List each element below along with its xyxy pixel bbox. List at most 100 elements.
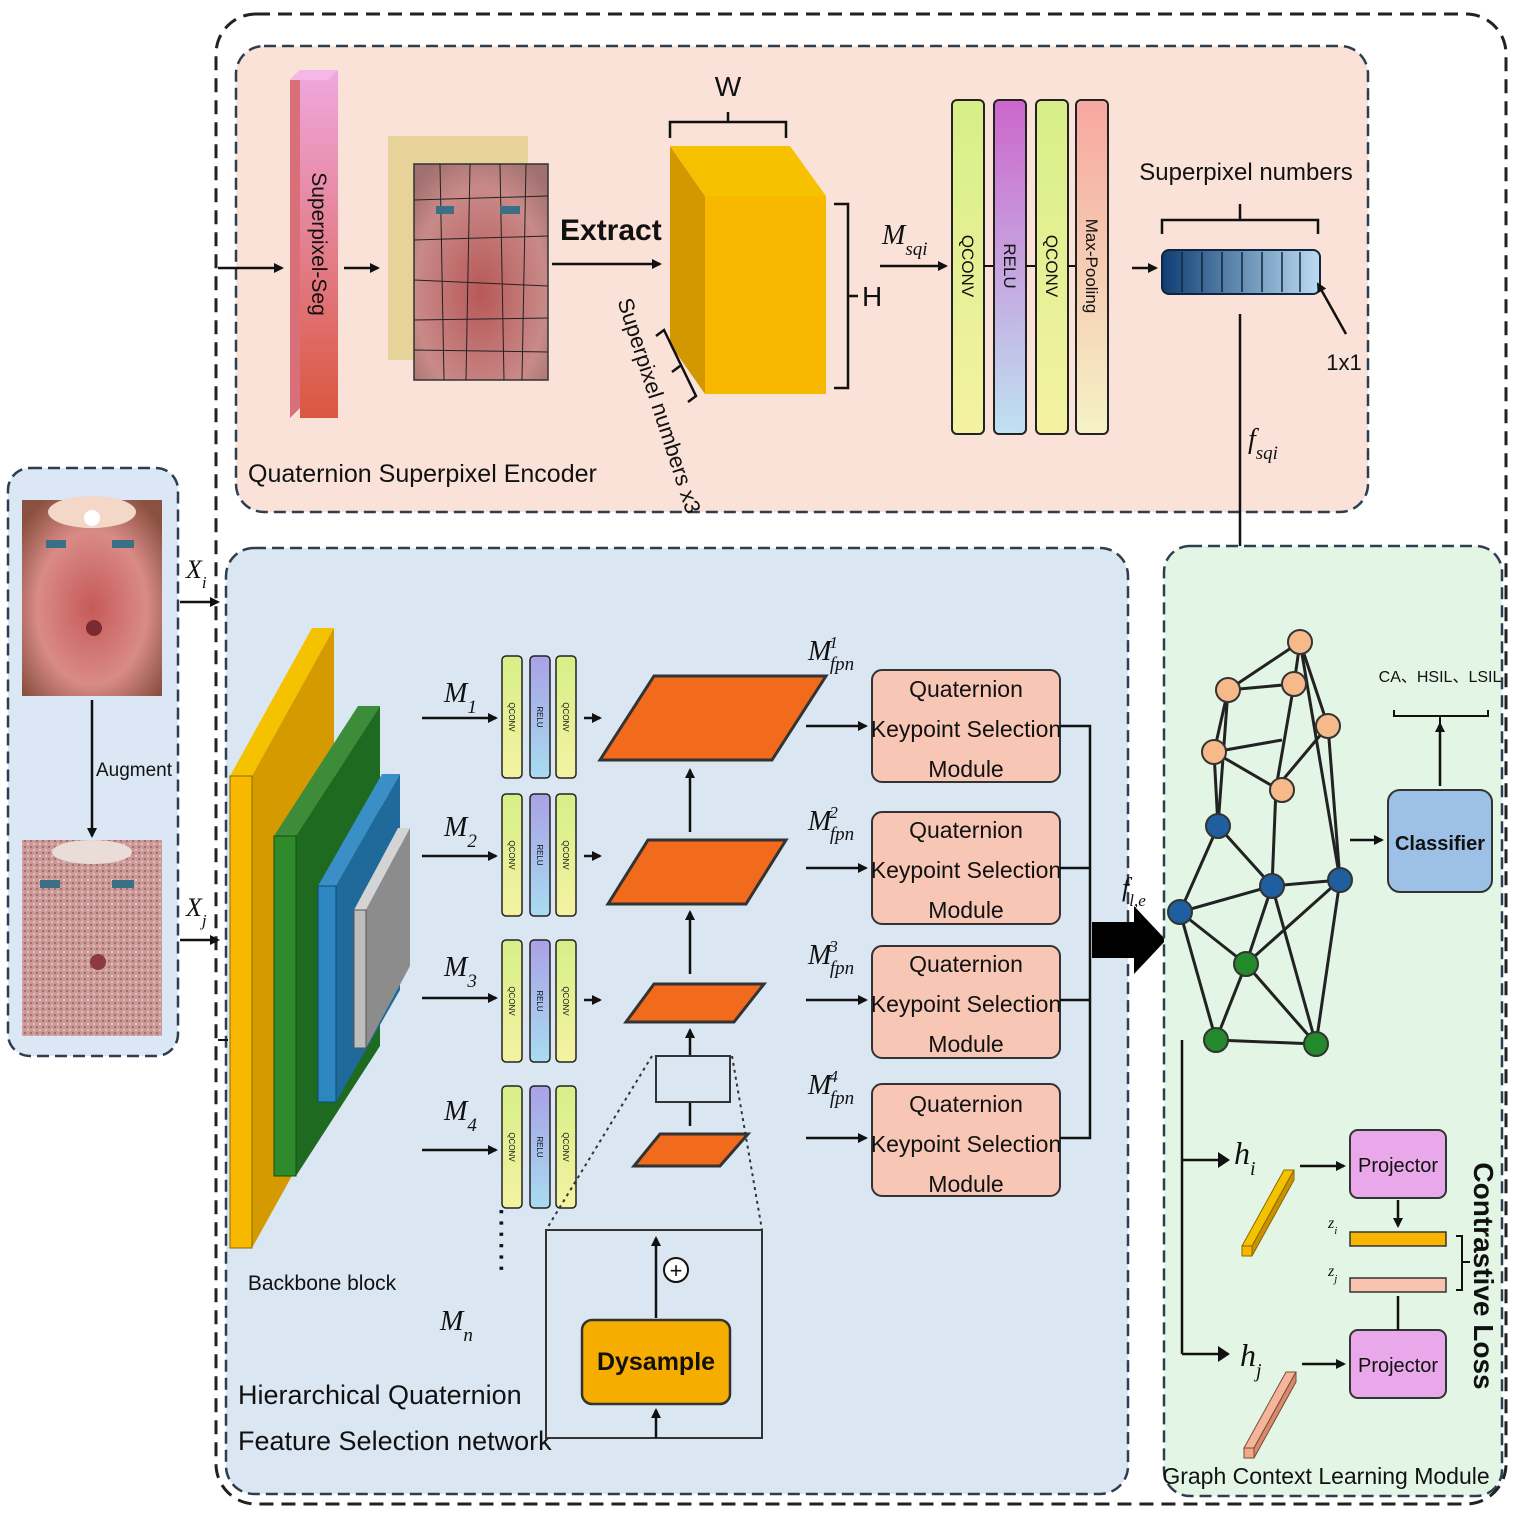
- augment-label: Augment: [96, 760, 173, 781]
- ksm-box-2: Quaternion Keypoint Selection Module: [871, 811, 1061, 925]
- mini-stack-3: QCONV RELU QCONV: [501, 939, 577, 1063]
- cube-width-label: W: [715, 71, 742, 102]
- zoom-line-left: [545, 1055, 653, 1231]
- mini-stack-3-qconv-a: QCONV: [507, 986, 516, 1016]
- plus-symbol: +: [670, 1258, 683, 1283]
- graph-node: [1259, 873, 1285, 899]
- fpn-plane-2: [605, 838, 789, 906]
- mini-stack-1: QCONV RELU QCONV: [501, 655, 577, 779]
- mini-stack-1-relu: RELU: [535, 706, 544, 728]
- dysample-block: [580, 1318, 732, 1406]
- hqfs-title-line1: Hierarchical Quaternion: [238, 1380, 522, 1410]
- feature-cube: [670, 146, 826, 394]
- outer-frame: [214, 12, 1508, 1506]
- encoder-layer-1-label: QCONV: [958, 235, 977, 298]
- mini-stack-2-relu: RELU: [535, 844, 544, 866]
- superpixel-encoder-panel: Quaternion Superpixel Encoder Superpixel…: [218, 44, 1370, 517]
- graph-node: [1287, 629, 1313, 655]
- dysample-label: Dysample: [597, 1348, 715, 1376]
- gclm-panel: Graph Context Learning Module: [1162, 544, 1504, 1498]
- f-sqi-label: fsqi: [1248, 424, 1278, 464]
- z-j-bar: [1349, 1277, 1447, 1293]
- encoder-layer-stack: QCONV RELU QCONV Max-Pooling: [951, 99, 1109, 435]
- contrastive-bracket: [1456, 1235, 1470, 1291]
- mini-stack-3-relu: RELU: [535, 990, 544, 1012]
- m1-label: M1: [443, 678, 477, 718]
- projector-i-label: Projector: [1358, 1155, 1438, 1177]
- svg-text:Module: Module: [928, 756, 1003, 782]
- gclm-title: Graph Context Learning Module: [1162, 1463, 1489, 1489]
- classifier-label: Classifier: [1395, 833, 1485, 855]
- h-j-label: hj: [1240, 1337, 1262, 1382]
- classes-label: CA、HSIL、LSIL: [1379, 669, 1502, 686]
- mini-stack-1-qconv-a: QCONV: [507, 702, 516, 732]
- upsample-box: [655, 1055, 731, 1103]
- superpixel-vector: [1161, 249, 1321, 295]
- z-j-label: zj: [1327, 1263, 1337, 1285]
- cube-width-bracket: [668, 112, 788, 138]
- ksm-box-3: Quaternion Keypoint Selection Module: [871, 945, 1061, 1059]
- extract-label: Extract: [560, 214, 662, 247]
- h-i-label: hi: [1234, 1135, 1256, 1180]
- z-i-bar: [1349, 1231, 1447, 1247]
- graph-node: [1215, 677, 1241, 703]
- backbone-block: [229, 628, 410, 1249]
- ksm-box-4: Quaternion Keypoint Selection Module: [871, 1083, 1061, 1197]
- x-j-label: Xj: [185, 893, 207, 930]
- hqfs-title-line2: Feature Selection network: [238, 1426, 552, 1456]
- contrastive-loss-label: Contrastive Loss: [1468, 1162, 1499, 1389]
- graph-node: [1281, 671, 1307, 697]
- fpn-plane-4: [630, 1132, 752, 1168]
- svg-text:Keypoint Selection: Keypoint Selection: [871, 716, 1062, 742]
- h-j-vector: [1243, 1371, 1297, 1459]
- m-sqi-label: Msqi: [881, 220, 928, 260]
- plus-circle: [663, 1257, 689, 1283]
- encoder-max-pooling: [1075, 99, 1109, 435]
- cube-height-bracket: [834, 202, 858, 390]
- mini-stack-1-qconv-b: QCONV: [561, 702, 570, 732]
- f-le-arrow: [1092, 906, 1166, 974]
- h-j-arrowhead: [1218, 1346, 1230, 1362]
- h-i-vector: [1241, 1169, 1295, 1257]
- graph-node: [1201, 739, 1227, 765]
- graph-node: [1327, 867, 1353, 893]
- mini-stack-3-qconv-b: QCONV: [561, 986, 570, 1016]
- m3-label: M3: [443, 952, 477, 992]
- classes-bracket: [1393, 710, 1489, 726]
- svg-text:Quaternion: Quaternion: [909, 676, 1023, 702]
- x-i-label: Xi: [185, 555, 207, 592]
- input-panel: Augment: [6, 466, 180, 1058]
- hqfs-panel: Hierarchical Quaternion Feature Selectio…: [224, 546, 1130, 1496]
- fpn-plane-3: [623, 982, 768, 1024]
- svg-text:Quaternion: Quaternion: [909, 951, 1023, 977]
- mini-stack-4-qconv-b: QCONV: [561, 1132, 570, 1162]
- vector-size-label: 1x1: [1326, 350, 1361, 375]
- mini-stack-2-qconv-a: QCONV: [507, 840, 516, 870]
- superpixel-seg-block: Superpixel-Seg: [290, 70, 338, 418]
- vector-bracket: [1160, 204, 1320, 234]
- classifier-box: [1387, 789, 1493, 893]
- graph-nodes: [1167, 629, 1353, 1057]
- graph-node: [1203, 1027, 1229, 1053]
- mn-label: Mn: [439, 1306, 473, 1346]
- f-le-label: fl,e: [1122, 873, 1146, 910]
- z-i-label: zi: [1327, 1215, 1337, 1237]
- encoder-layer-4-label: Max-Pooling: [1082, 219, 1101, 314]
- superpixel-image: [388, 136, 549, 381]
- cube-depth-bracket: [655, 328, 698, 403]
- m4-label: M4: [443, 1096, 477, 1136]
- original-image: [22, 496, 162, 696]
- ksm-box-1: Quaternion Keypoint Selection Module: [871, 669, 1062, 783]
- encoder-layer-3-label: QCONV: [1042, 235, 1061, 298]
- fpn-plane-1: [597, 674, 829, 762]
- h-i-arrowhead: [1218, 1152, 1230, 1168]
- projector-j-label: Projector: [1358, 1355, 1438, 1377]
- graph-node: [1269, 777, 1295, 803]
- svg-text:Module: Module: [928, 897, 1003, 923]
- graph-node: [1167, 899, 1193, 925]
